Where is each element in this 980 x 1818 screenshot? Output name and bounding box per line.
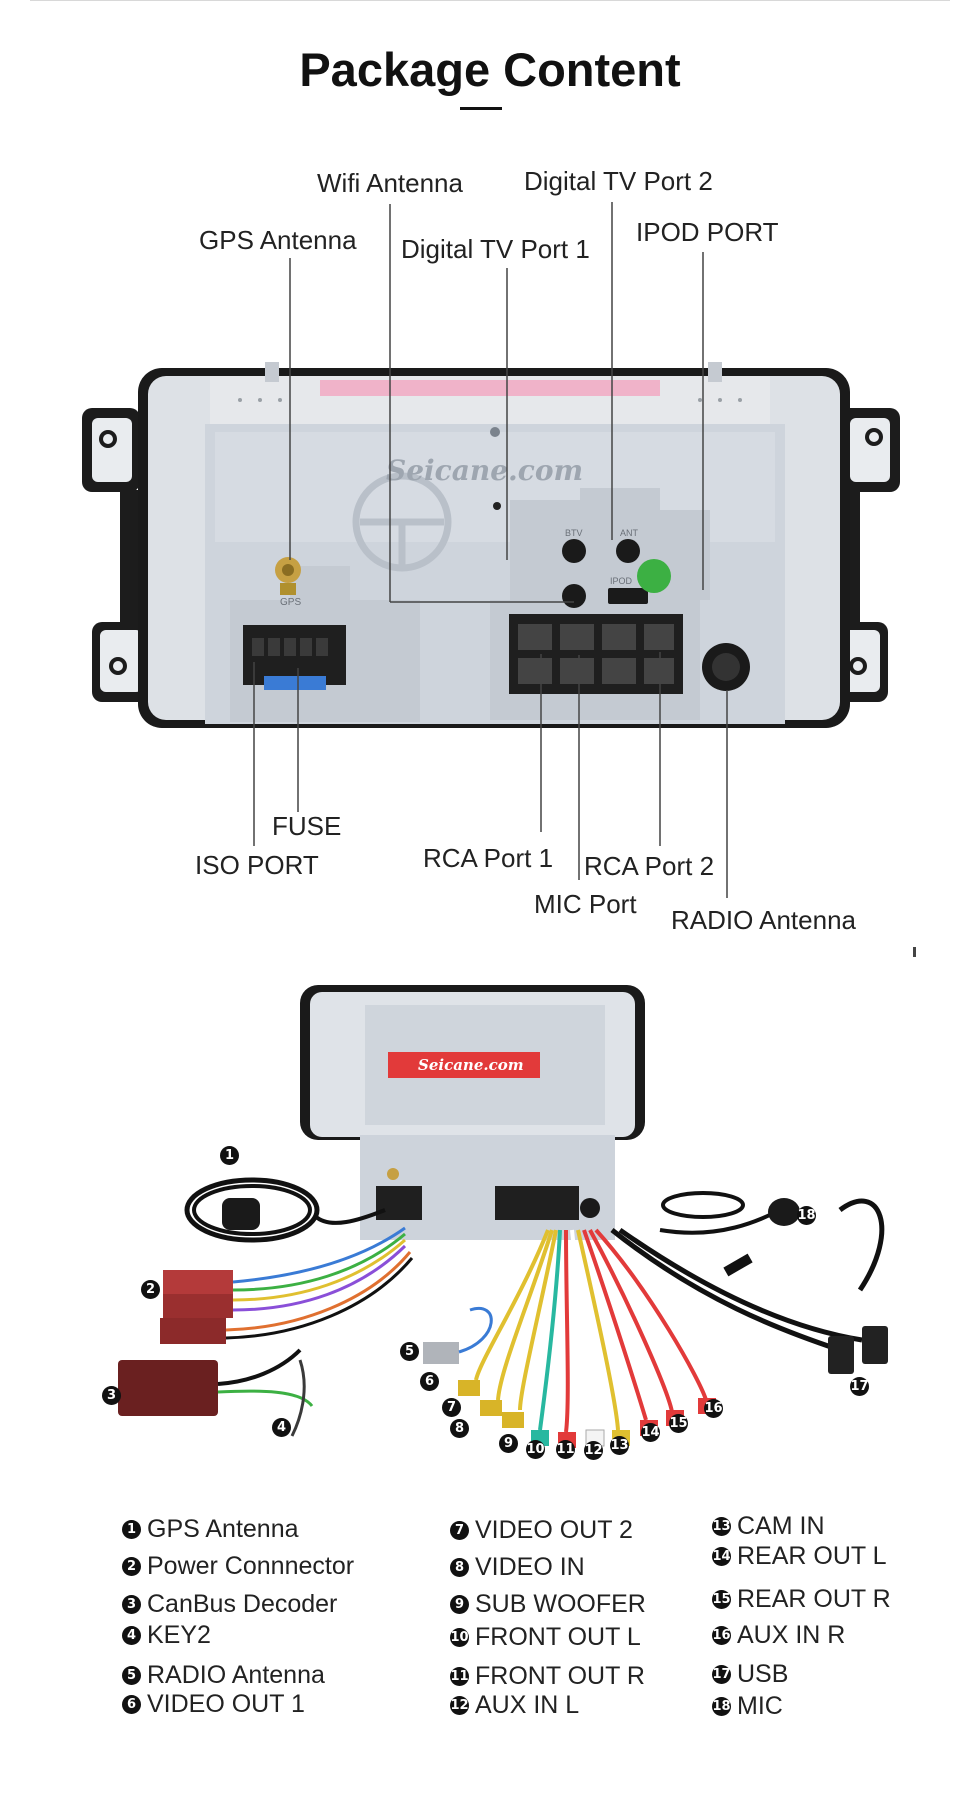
legend-item: 14 REAR OUT L — [712, 1542, 887, 1571]
legend-label: VIDEO OUT 2 — [475, 1516, 633, 1544]
legend-label: VIDEO OUT 1 — [147, 1690, 305, 1718]
legend-label: REAR OUT L — [737, 1542, 887, 1570]
legend-item: 4 KEY2 — [122, 1621, 211, 1650]
legend-label: RADIO Antenna — [147, 1661, 325, 1689]
label-gps-antenna: GPS Antenna — [199, 225, 357, 255]
legend-number: 16 — [712, 1626, 731, 1645]
legend-number: 10 — [450, 1628, 469, 1647]
legend-number: 5 — [122, 1666, 141, 1685]
marker-16: 16 — [704, 1399, 723, 1418]
marker-17: 17 — [850, 1377, 869, 1396]
legend-label: FRONT OUT L — [475, 1623, 641, 1651]
legend-item: 17 USB — [712, 1660, 788, 1689]
legend-item: 13 CAM IN — [712, 1512, 825, 1541]
legend-number: 15 — [712, 1590, 731, 1609]
legend-number: 8 — [450, 1558, 469, 1577]
leader-lines — [253, 202, 728, 898]
marker-14: 14 — [641, 1423, 660, 1442]
legend-number: 7 — [450, 1521, 469, 1540]
marker-7: 7 — [442, 1398, 461, 1417]
marker-8: 8 — [450, 1419, 469, 1438]
legend-item: 7 VIDEO OUT 2 — [450, 1516, 633, 1545]
legend-number: 1 — [122, 1520, 141, 1539]
marker-13: 13 — [610, 1436, 629, 1455]
marker-5: 5 — [400, 1342, 419, 1361]
label-ipod-port: IPOD PORT — [636, 217, 779, 247]
legend-item: 9 SUB WOOFER — [450, 1590, 646, 1619]
legend-item: 11 FRONT OUT R — [450, 1662, 645, 1691]
legend-number: 14 — [712, 1547, 731, 1566]
legend-number: 17 — [712, 1665, 731, 1684]
watermark-top: Seicane.com — [418, 1056, 524, 1074]
legend-label: REAR OUT R — [737, 1585, 891, 1613]
watermark-back: Seicane.com — [386, 454, 583, 487]
legend-item: 2 Power Connnector — [122, 1552, 354, 1581]
legend-number: 13 — [712, 1517, 731, 1536]
legend-label: AUX IN L — [475, 1691, 580, 1719]
legend-number: 12 — [450, 1696, 469, 1715]
marker-15: 15 — [669, 1414, 688, 1433]
label-mic-port: MIC Port — [534, 889, 637, 919]
legend-item: 18 MIC — [712, 1692, 783, 1721]
legend-label: FRONT OUT R — [475, 1662, 645, 1690]
legend-number: 6 — [122, 1695, 141, 1714]
legend-label: CanBus Decoder — [147, 1590, 338, 1618]
legend-label: SUB WOOFER — [475, 1590, 646, 1618]
legend-item: 3 CanBus Decoder — [122, 1590, 337, 1619]
legend-number: 2 — [122, 1557, 141, 1576]
legend-label: MIC — [737, 1692, 783, 1720]
label-radio-antenna: RADIO Antenna — [671, 905, 856, 935]
marker-1: 1 — [220, 1146, 239, 1165]
legend-number: 11 — [450, 1667, 469, 1686]
ant-stamp: ANT — [620, 528, 639, 538]
top-divider — [30, 0, 950, 1]
legend-item: 8 VIDEO IN — [450, 1553, 585, 1582]
marker-18: 18 — [797, 1206, 816, 1225]
legend-label: VIDEO IN — [475, 1553, 585, 1581]
gps-stamp: GPS — [280, 597, 301, 608]
ipod-stamp: IPOD — [610, 576, 633, 586]
marker-4: 4 — [272, 1418, 291, 1437]
marker-11: 11 — [556, 1440, 575, 1459]
legend-label: AUX IN R — [737, 1621, 846, 1649]
label-wifi-antenna: Wifi Antenna — [317, 168, 463, 198]
unit-back-panel-image: Seicane.com GPS BTV ANT IPOD — [82, 202, 900, 898]
marker-6: 6 — [420, 1372, 439, 1391]
label-digital-tv-port-1: Digital TV Port 1 — [401, 234, 590, 264]
btv-stamp: BTV — [565, 528, 583, 538]
ipod-port — [608, 588, 648, 604]
legend-item: 15 REAR OUT R — [712, 1585, 891, 1614]
legend-number: 9 — [450, 1595, 469, 1614]
legend-item: 6 VIDEO OUT 1 — [122, 1690, 305, 1719]
page-title: Package Content — [299, 43, 681, 96]
marker-12: 12 — [584, 1441, 603, 1460]
marker-9: 9 — [499, 1434, 518, 1453]
left-bracket — [82, 408, 150, 702]
legend-label: KEY2 — [147, 1621, 211, 1649]
legend-item: 12 AUX IN L — [450, 1691, 579, 1720]
legend-item: 16 AUX IN R — [712, 1621, 845, 1650]
legend-label: Power Connnector — [147, 1552, 355, 1580]
legend-item: 10 FRONT OUT L — [450, 1623, 641, 1652]
label-digital-tv-port-2: Digital TV Port 2 — [524, 166, 713, 196]
label-fuse: FUSE — [272, 811, 342, 841]
label-iso-port: ISO PORT — [195, 850, 319, 880]
marker-10: 10 — [526, 1440, 545, 1459]
legend-number: 18 — [712, 1697, 731, 1716]
accessories-image: Seicane.com — [118, 985, 888, 1448]
legend-item: 5 RADIO Antenna — [122, 1661, 325, 1690]
label-rca-port-1: RCA Port 1 — [423, 843, 554, 873]
label-rca-port-2: RCA Port 2 — [584, 851, 715, 881]
legend-number: 4 — [122, 1626, 141, 1645]
marker-3: 3 — [102, 1386, 121, 1405]
title-underline — [460, 107, 502, 110]
legend-label: GPS Antenna — [147, 1515, 299, 1543]
legend-number: 3 — [122, 1595, 141, 1614]
marker-2: 2 — [141, 1280, 160, 1299]
legend-label: USB — [737, 1660, 789, 1688]
small-tick-mark — [913, 947, 916, 957]
legend-item: 1 GPS Antenna — [122, 1515, 299, 1544]
legend-label: CAM IN — [737, 1512, 825, 1540]
fuse-block — [264, 676, 326, 690]
